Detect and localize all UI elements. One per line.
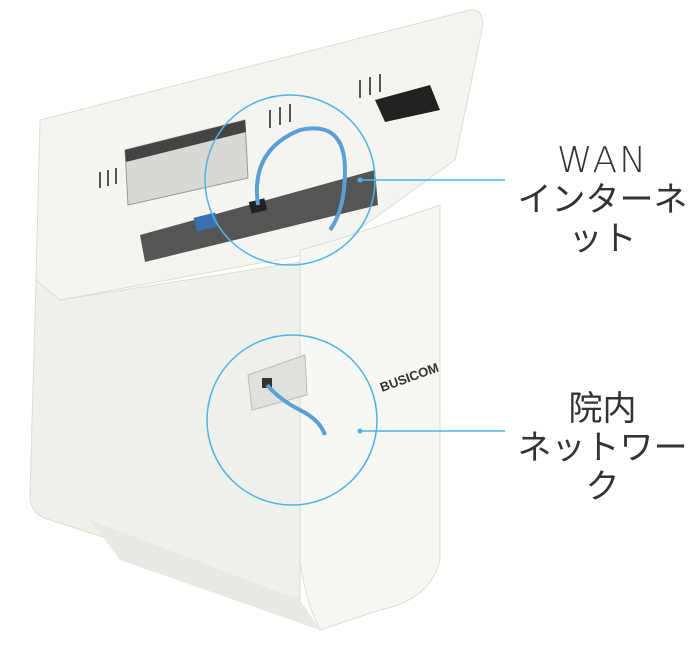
lan-port-wan: [248, 198, 268, 214]
vents: [99, 74, 381, 188]
lan-callout-label: 院内 ネットワーク: [505, 389, 700, 508]
handle: [375, 85, 440, 122]
lan-label-line2: ネットワーク: [517, 428, 688, 508]
lan-callout-circle: [206, 334, 378, 506]
wan-label-line1: WAN: [556, 140, 649, 181]
io-port-panel: [140, 170, 378, 262]
lan-cable: [265, 383, 327, 436]
stand: [299, 204, 441, 631]
vga-port: [193, 212, 219, 232]
wan-cable: [255, 126, 348, 232]
wan-label-line2: インターネット: [517, 180, 688, 260]
lan-port-internal: [262, 378, 272, 388]
lower-port-bay: [247, 354, 308, 411]
stand-base: [90, 520, 320, 630]
label-header: [125, 120, 246, 162]
wan-callout-label: WAN インターネット: [505, 140, 700, 260]
lan-label-line1: 院内: [568, 389, 637, 429]
